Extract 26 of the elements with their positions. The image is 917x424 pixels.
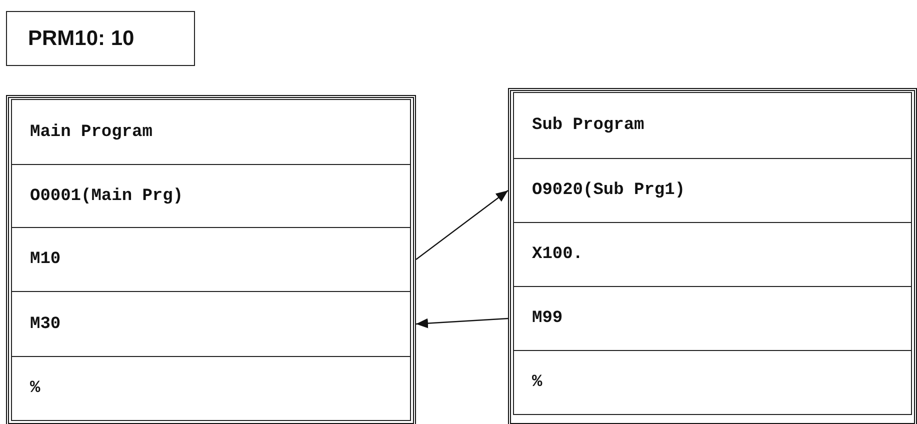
cell-text: X100. (532, 245, 584, 264)
cell-text: M10 (30, 250, 61, 269)
table-row (513, 92, 912, 159)
table-row (11, 227, 411, 292)
table-row (11, 99, 411, 165)
arrow (416, 318, 508, 328)
cell-text: M99 (532, 309, 563, 328)
cell-text: Sub Program (532, 116, 644, 135)
arrow (416, 190, 508, 260)
cell-text: O9020(Sub Prg1) (532, 181, 686, 200)
table-row (11, 164, 411, 228)
parameter-box (6, 11, 195, 66)
table-row (513, 350, 912, 415)
table-row (11, 356, 411, 421)
cell-text: % (532, 373, 542, 392)
parameter-label: PRM10: 10 (28, 26, 134, 50)
program-table (508, 88, 917, 424)
table-row (513, 222, 912, 287)
cell-text: Main Program (30, 122, 152, 142)
cell-text: O0001(Main Prg) (30, 186, 184, 206)
cell-text: % (30, 379, 40, 398)
table-row (11, 291, 411, 357)
table-row (513, 286, 912, 351)
table-row (513, 158, 912, 223)
program-table (6, 95, 416, 424)
cell-text: M30 (30, 314, 61, 334)
